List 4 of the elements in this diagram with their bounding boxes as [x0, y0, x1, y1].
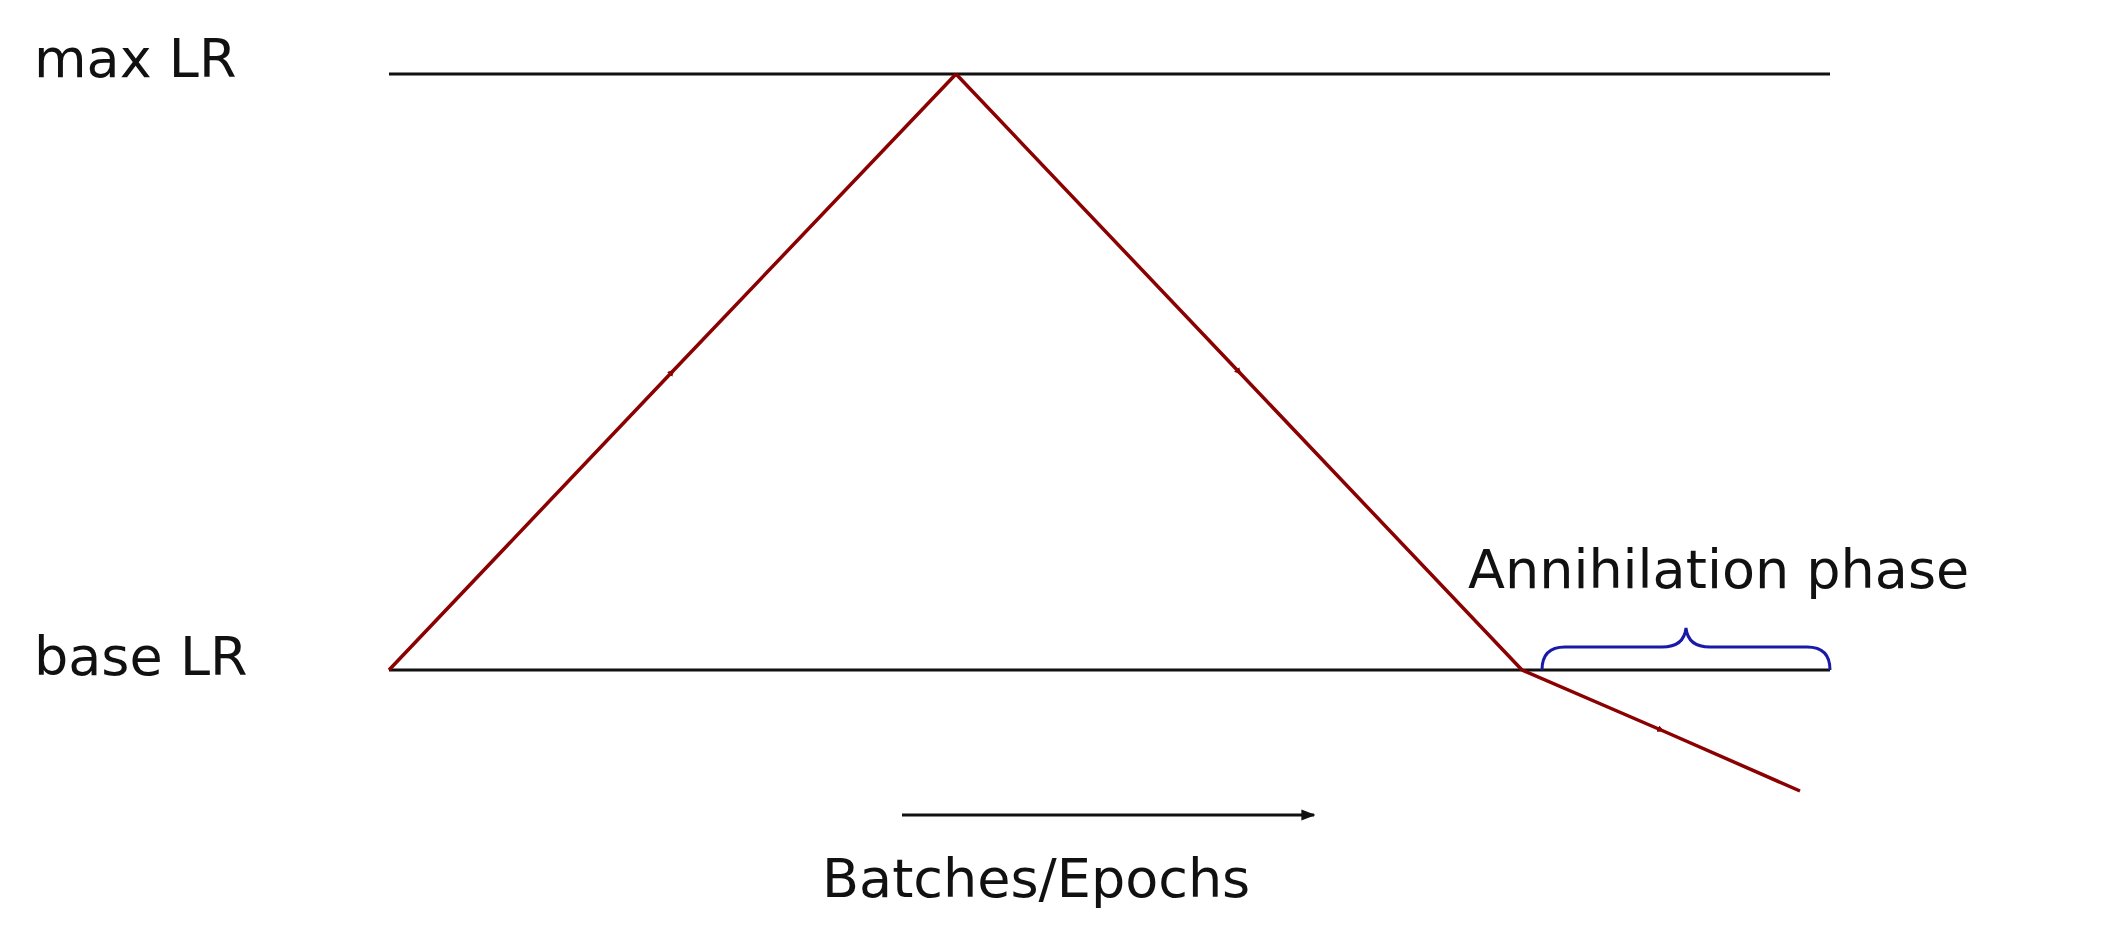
axis-label: max LR — [34, 32, 237, 86]
phase-label: Annihilation phase — [1468, 543, 1970, 597]
axis-label: base LR — [34, 630, 248, 684]
axis-title: Batches/Epochs — [822, 852, 1251, 906]
